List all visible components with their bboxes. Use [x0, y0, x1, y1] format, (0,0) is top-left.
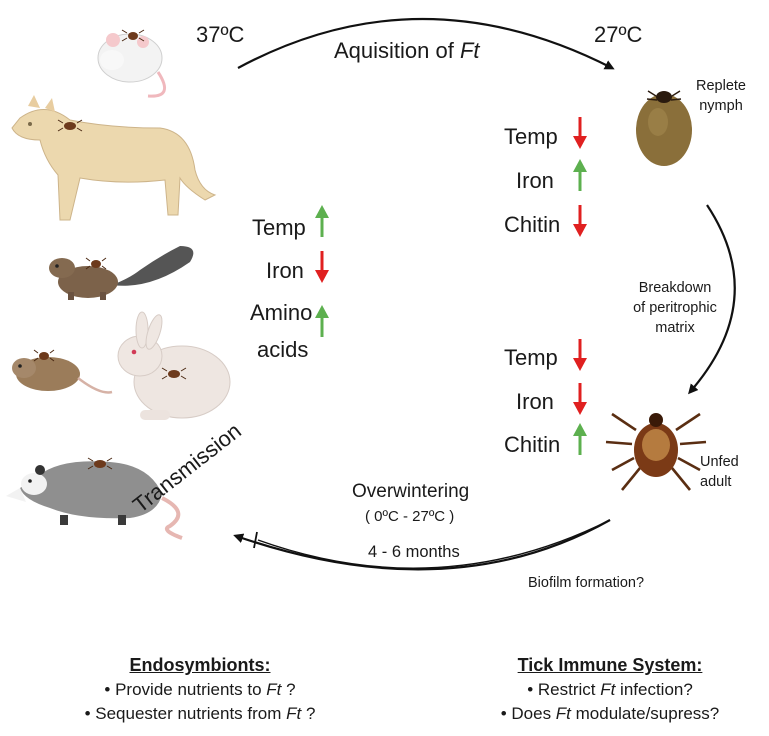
- tick-on-vole-icon: [33, 349, 55, 362]
- overwintering-inhibit-line: [257, 519, 611, 569]
- unfed-adult-label: Unfed adult: [700, 454, 739, 490]
- endosymbionts-heading: Endosymbionts:: [129, 655, 271, 675]
- rabbit-icon: [117, 311, 231, 420]
- nymph-iron-up-arrow-icon: [573, 159, 587, 191]
- host-amino-factor: Amino: [250, 300, 313, 325]
- engorged-nymph-icon: [636, 90, 692, 166]
- immune-bullet-2: • Does Ft modulate/supress?: [500, 704, 720, 723]
- overwintering-arrow: [233, 519, 611, 571]
- adult-temp-down-arrow-icon: [573, 339, 587, 371]
- adult-chitin-up-arrow-icon: [573, 423, 587, 455]
- tick-on-cat-icon: [57, 119, 83, 132]
- tick-on-rabbit-icon: [161, 367, 187, 380]
- host-iron-factor: Iron: [266, 258, 304, 283]
- vole-icon: [12, 349, 113, 394]
- adult-iron-down-arrow-icon: [573, 383, 587, 415]
- tick-on-opossum-icon: [87, 457, 113, 470]
- mouse-icon: [97, 29, 167, 98]
- overwintering-label: Overwintering: [352, 481, 470, 502]
- host-acids-factor: acids: [257, 337, 309, 362]
- duration-label: 4 - 6 months: [368, 543, 460, 561]
- host-iron-down-arrow-icon: [315, 251, 329, 283]
- acquisition-arrow: [237, 18, 615, 70]
- opossum-icon: [6, 457, 183, 540]
- immune-block: Tick Immune System: • Restrict Ft infect…: [460, 655, 760, 724]
- tick-on-squirrel-icon: [85, 257, 107, 270]
- cat-icon: [11, 95, 217, 221]
- immune-heading: Tick Immune System:: [517, 655, 703, 675]
- nymph-temp-factor: Temp: [504, 124, 558, 149]
- nymph-chitin-factor: Chitin: [504, 212, 561, 237]
- replete-nymph-label: Replete nymph: [696, 78, 746, 114]
- adult-tick-icon: [605, 412, 707, 491]
- endosymbionts-bullet-1: • Provide nutrients to Ft ?: [104, 680, 296, 699]
- overwintering-range: ( 0ºC - 27ºC ): [365, 508, 455, 525]
- host-amino-up-arrow-icon: [315, 305, 329, 337]
- host-temp-factor: Temp: [252, 215, 306, 240]
- nymph-iron-factor: Iron: [516, 168, 554, 193]
- tick-on-mouse-icon: [121, 29, 145, 42]
- adult-chitin-factor: Chitin: [504, 432, 561, 457]
- biofilm-label: Biofilm formation?: [528, 575, 645, 591]
- endosymbionts-bullet-2: • Sequester nutrients from Ft ?: [84, 704, 316, 723]
- immune-bullet-1: • Restrict Ft infection?: [527, 680, 693, 699]
- adult-iron-factor: Iron: [516, 389, 554, 414]
- squirrel-icon: [49, 246, 194, 300]
- nymph-temp-down-arrow-icon: [573, 117, 587, 149]
- breakdown-label: Breakdown of peritrophic matrix: [633, 280, 717, 336]
- breakdown-arrow: [688, 204, 736, 395]
- host-temperature: 37ºC: [196, 22, 245, 47]
- acquisition-label: Aquisition of Ft: [334, 38, 480, 63]
- host-temp-up-arrow-icon: [315, 205, 329, 237]
- nymph-chitin-down-arrow-icon: [573, 205, 587, 237]
- tick-temperature: 27ºC: [594, 22, 643, 47]
- adult-temp-factor: Temp: [504, 345, 558, 370]
- endosymbionts-block: Endosymbionts: • Provide nutrients to Ft…: [70, 655, 330, 724]
